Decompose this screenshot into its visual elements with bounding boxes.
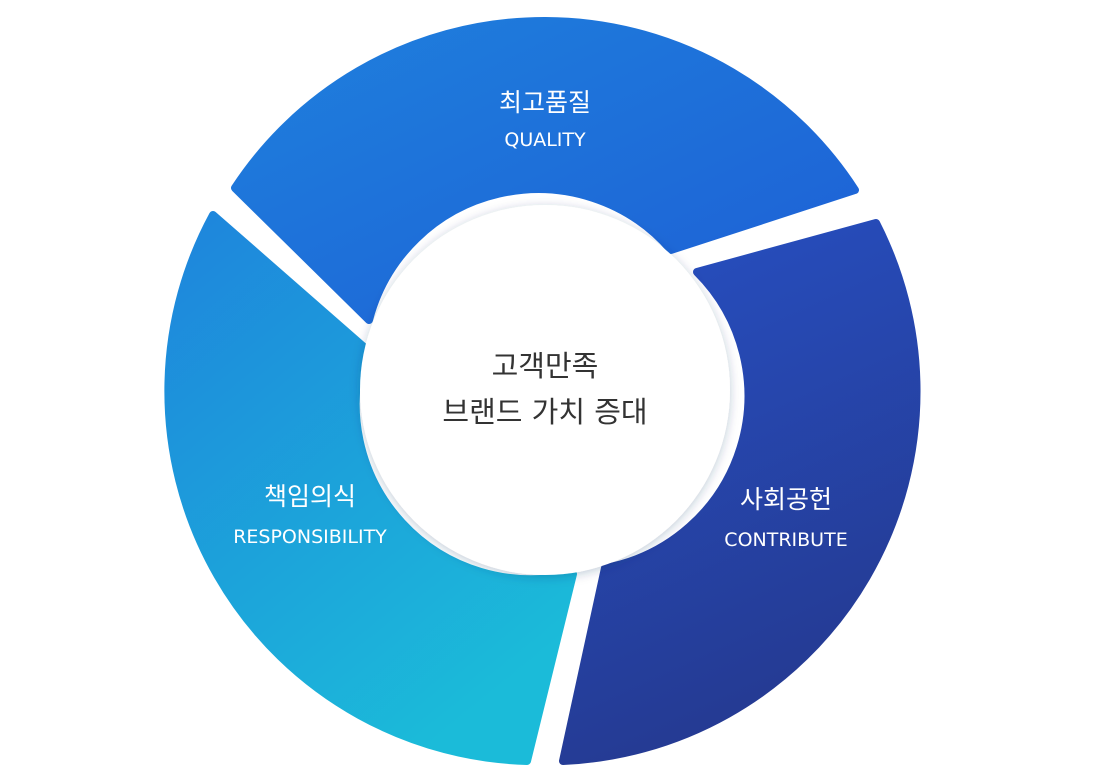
contribute-title: 사회공헌 [740,485,832,514]
quality-title: 최고품질 [499,88,591,117]
center-line-1: 고객만족 [492,349,599,383]
responsibility-title: 책임의식 [264,482,356,511]
contribute-subtitle: CONTRIBUTE [724,529,847,551]
segment-responsibility [164,211,577,765]
center-circle [360,205,730,575]
segment-contribute [559,219,921,765]
quality-subtitle: QUALITY [504,129,586,151]
segment-quality [231,16,859,324]
center-line-2: 브랜드 가치 증대 [442,395,647,429]
responsibility-subtitle: RESPONSIBILITY [233,526,387,548]
